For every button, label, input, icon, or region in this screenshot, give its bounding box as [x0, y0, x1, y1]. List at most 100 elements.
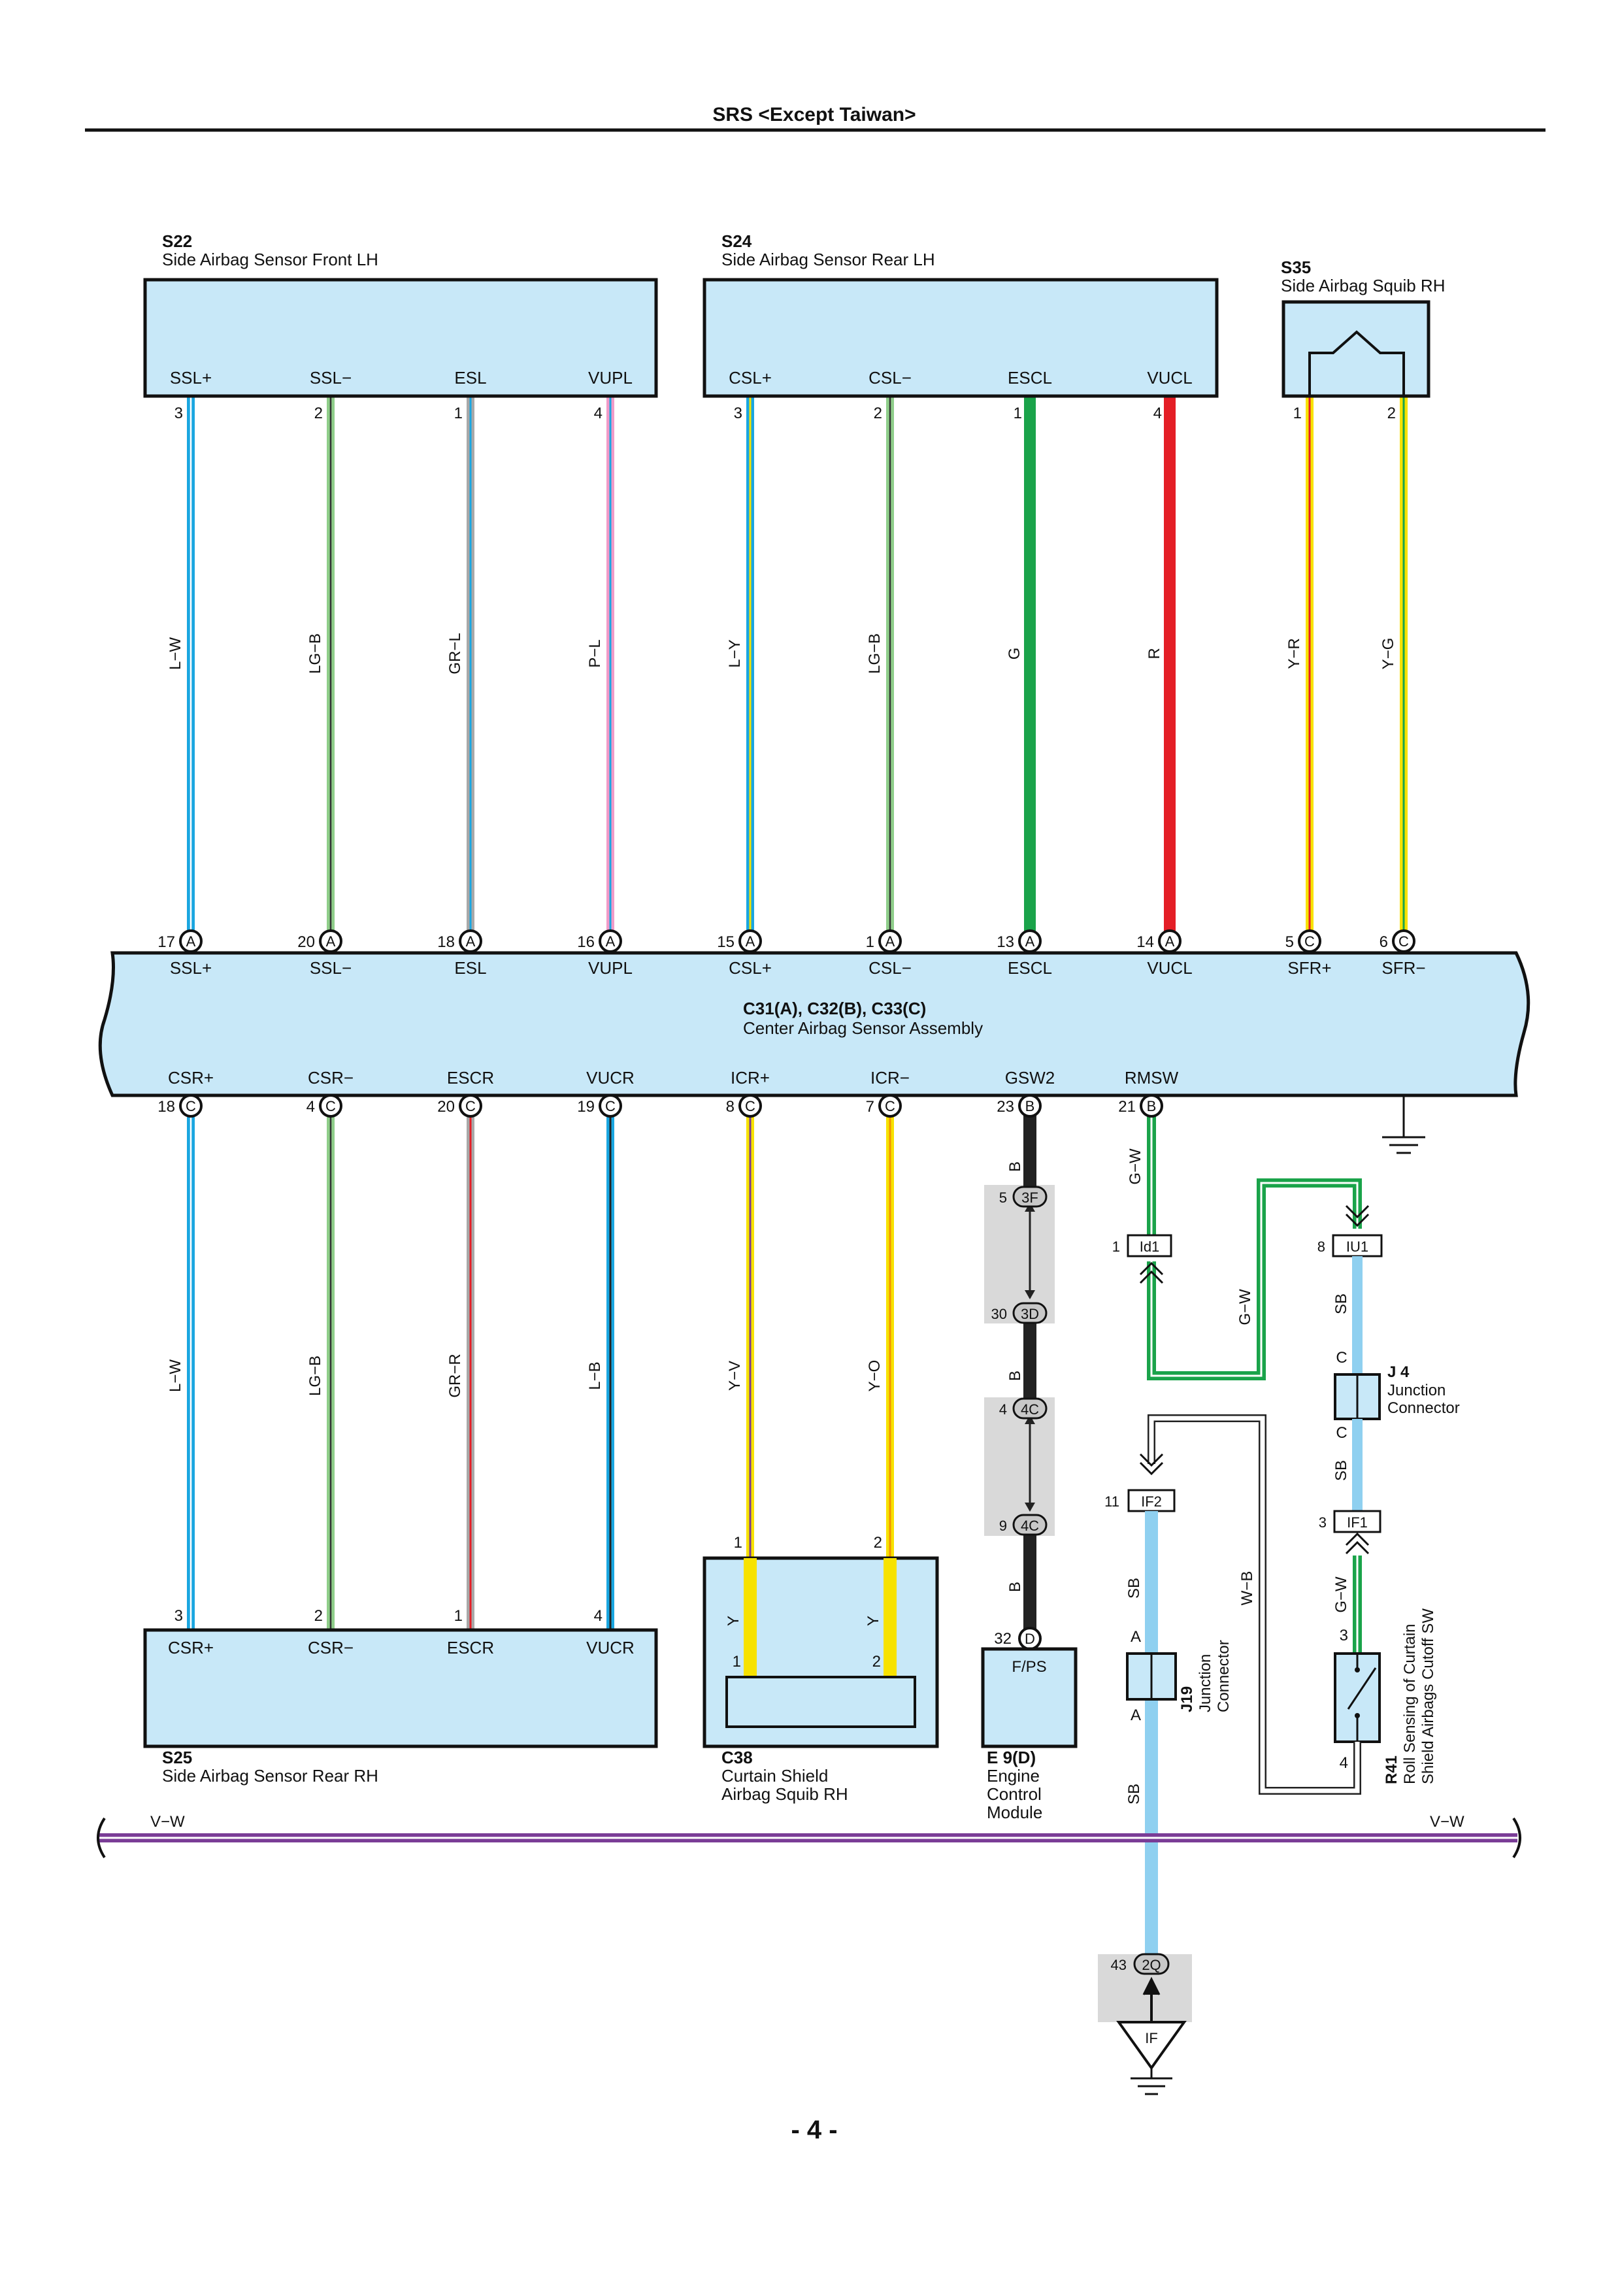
s25-pin-num: 2	[314, 1607, 323, 1625]
wire-label: Y−R	[1285, 638, 1303, 669]
connector-iu1-num: 8	[1317, 1239, 1325, 1255]
wire-label: B	[1006, 1371, 1024, 1381]
connector-4c-bottom-num: 9	[999, 1518, 1007, 1534]
center-top-pin-label: CSL−	[868, 958, 912, 978]
component-s22: S22 Side Airbag Sensor Front LH SSL+ SSL…	[143, 231, 658, 422]
c38-pin-num: 1	[734, 1534, 742, 1552]
connector-if1-label: IF1	[1347, 1514, 1368, 1531]
center-top-pin-label: SSL+	[170, 958, 212, 978]
s25-id: S25	[162, 1748, 192, 1767]
component-s24: S24 Side Airbag Sensor Rear LH CSL+ CSL−…	[703, 231, 1219, 422]
center-bottom-pin-circle	[738, 1094, 762, 1118]
center-top-pin-circle	[599, 929, 622, 953]
center-top-pin-label: SFR−	[1381, 958, 1425, 978]
center-top-pin-label: SFR+	[1287, 958, 1331, 978]
s25-pin-num: 4	[594, 1607, 603, 1625]
s35-name: Side Airbag Squib RH	[1281, 276, 1445, 295]
s24-pin-label: ESCL	[1008, 368, 1052, 388]
wire-label: GR−L	[446, 633, 464, 674]
s25-pin-label: VUCR	[586, 1638, 635, 1657]
center-top-pin-num: 20	[297, 933, 315, 951]
s24-pin-label: VUCL	[1147, 368, 1192, 388]
e9-pin-label: F/PS	[1012, 1658, 1046, 1676]
wire-label: W−B	[1238, 1571, 1256, 1606]
r41-pin-bottom: 4	[1340, 1754, 1348, 1772]
bus-label-left: V−W	[150, 1813, 185, 1831]
center-bottom-pin-letter: C	[605, 1098, 616, 1114]
center-top-pin-circle	[1158, 929, 1182, 953]
component-s35: S35 Side Airbag Squib RH 1 2	[1281, 258, 1445, 422]
connector-3f	[1012, 1186, 1048, 1208]
connector-2q-label: 2Q	[1142, 1957, 1161, 1973]
wire-label: Y−O	[866, 1360, 884, 1392]
wire-label: LG−B	[866, 633, 884, 674]
center-assembly-name: Center Airbag Sensor Assembly	[743, 1018, 983, 1038]
e9-pin-letter: D	[1025, 1631, 1035, 1647]
center-bottom-pin-label: VUCR	[586, 1068, 635, 1088]
chevron-up-icon	[1345, 1532, 1370, 1555]
connector-4c-top-num: 4	[999, 1401, 1007, 1418]
wire-label: R	[1146, 648, 1163, 659]
lower-wire-labels: L−W LG−B GR−R L−B Y−V Y−O	[167, 1354, 884, 1397]
e9-name-2: Control	[987, 1784, 1042, 1804]
center-top-pin-letter: A	[466, 933, 476, 950]
connector-4c-bottom-label: 4C	[1021, 1518, 1039, 1534]
s24-box	[703, 278, 1219, 398]
center-top-pin-circle	[459, 929, 482, 953]
center-top-pins: A17SSL+A20SSL−A18ESLA16VUPLA15CSL+A1CSL−…	[157, 929, 1426, 978]
component-c38: 1 2 Y Y 1 2 C38 Curtain Shield Airbag Sq…	[703, 1534, 939, 1804]
center-bottom-pin-num: 4	[306, 1098, 315, 1116]
center-top-pin-circle	[878, 929, 902, 953]
j19-pin-top: A	[1131, 1628, 1141, 1646]
connector-3d	[1012, 1302, 1048, 1324]
center-bottom-pin-circle	[878, 1094, 902, 1118]
center-bottom-pin-letter: C	[465, 1098, 476, 1114]
center-bottom-pin-num: 7	[866, 1098, 874, 1116]
center-top-pin-circle	[319, 929, 342, 953]
j19-pin-bottom: A	[1131, 1706, 1141, 1724]
wire-label: L−W	[167, 1359, 184, 1392]
s25-pin-label: ESCR	[447, 1638, 494, 1657]
center-bottom-pin-label: CSR−	[308, 1068, 354, 1088]
s22-pin-num: 3	[174, 405, 183, 422]
wire-label: G−W	[1127, 1148, 1144, 1185]
bus-label-right: V−W	[1430, 1813, 1464, 1831]
ground-if: 2Q 43 IF	[1098, 1953, 1192, 2095]
wire-label: B	[1006, 1582, 1024, 1592]
shade-4c	[984, 1397, 1055, 1536]
component-s25: 3 2 1 4 CSR+ CSR− ESCR VUCR S25 Side Air…	[143, 1607, 658, 1786]
c38-name-1: Curtain Shield	[721, 1766, 828, 1786]
arrow-head	[1025, 1503, 1035, 1512]
center-top-pin-circle	[1392, 929, 1415, 953]
center-top-pin-label: VUCL	[1147, 958, 1192, 978]
wire-label: Y	[725, 1616, 742, 1626]
arrow-head	[1025, 1290, 1035, 1299]
connector-4c-top-label: 4C	[1021, 1401, 1039, 1418]
s24-pin-num: 4	[1153, 405, 1162, 422]
chevron-down-icon	[1345, 1205, 1370, 1227]
center-bottom-pin-num: 23	[997, 1098, 1014, 1116]
wire-label: P−L	[586, 639, 604, 667]
s25-box	[143, 1628, 658, 1748]
c38-inner-num: 2	[872, 1653, 881, 1671]
center-top-pin-label: SSL−	[310, 958, 352, 978]
c38-id: C38	[721, 1748, 753, 1767]
wire-label: G	[1006, 648, 1023, 660]
center-bottom-pin-letter: B	[1147, 1098, 1157, 1114]
wire-label: L−B	[586, 1361, 604, 1389]
center-bottom-pin-label: ICR+	[731, 1068, 770, 1088]
connector-id1	[1127, 1234, 1172, 1257]
center-bottom-pin-num: 20	[437, 1098, 455, 1116]
center-top-pin-letter: A	[1165, 933, 1175, 950]
center-airbag-sensor-assembly: C31(A), C32(B), C33(C) Center Airbag Sen…	[98, 951, 1530, 1154]
s24-pin-label: CSL−	[868, 368, 912, 388]
center-bottom-pin-label: RMSW	[1125, 1068, 1179, 1088]
wire-label: LG−B	[306, 633, 324, 674]
e9-name-1: Engine	[987, 1766, 1040, 1786]
center-top-pin-label: CSL+	[729, 958, 772, 978]
center-bottom-pin-num: 21	[1118, 1098, 1136, 1116]
wire-label: B	[1006, 1161, 1024, 1172]
wire-label: LG−B	[306, 1356, 324, 1396]
j4-pin-bottom: C	[1336, 1424, 1347, 1442]
center-bottom-pin-circle	[1140, 1094, 1163, 1118]
